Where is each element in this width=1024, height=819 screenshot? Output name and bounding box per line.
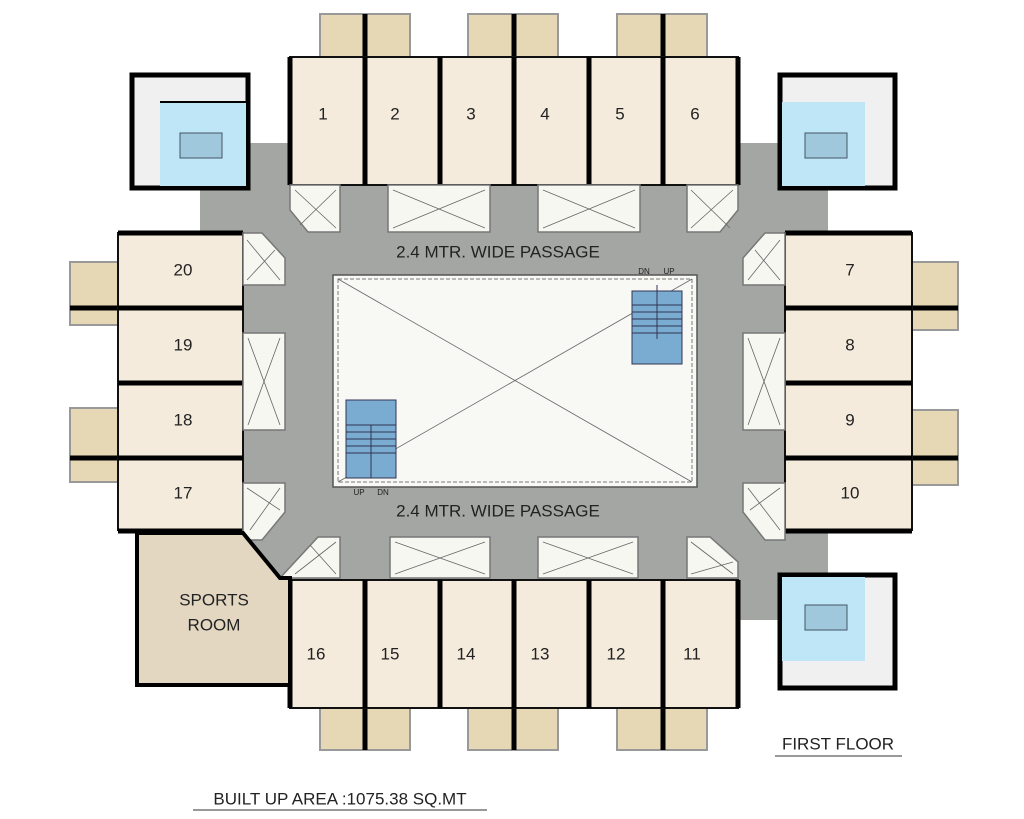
room-8-label: 8	[845, 335, 854, 354]
rooms-top: 1 2 3 4 5 6	[287, 56, 741, 186]
rooms-left: 20 19 18 17	[117, 230, 286, 541]
sports-room: SPORTS ROOM	[135, 531, 292, 687]
stair-top-up-label: UP	[663, 267, 674, 276]
room-19-label: 19	[174, 335, 193, 354]
room-12-label: 12	[607, 644, 626, 663]
room-7-label: 7	[845, 260, 854, 279]
room-13-label: 13	[531, 644, 550, 663]
room-4-label: 4	[540, 104, 549, 123]
sports-room-label-line1: SPORTS	[179, 590, 249, 609]
room-14-label: 14	[457, 644, 476, 663]
passage-label-bottom: 2.4 MTR. WIDE PASSAGE	[396, 501, 600, 520]
stair-bottom-dn-label: DN	[377, 488, 389, 497]
staircase-bottom-left: UP DN	[345, 399, 397, 497]
toilet-block-top-left	[129, 72, 251, 191]
staircase-top-right: DN UP	[631, 267, 683, 365]
stair-bottom-up-label: UP	[353, 488, 364, 497]
shafts-bottom	[278, 536, 739, 579]
room-20-label: 20	[174, 260, 193, 279]
room-3-label: 3	[466, 104, 475, 123]
room-1-label: 1	[318, 104, 327, 123]
passage-label-top: 2.4 MTR. WIDE PASSAGE	[396, 242, 600, 261]
built-up-area: BUILT UP AREA :1075.38 SQ.MT	[213, 789, 466, 808]
balconies-top	[319, 13, 708, 58]
toilet-block-top-right	[777, 72, 898, 191]
balconies-right	[911, 261, 959, 486]
room-2-label: 2	[390, 104, 399, 123]
room-17-label: 17	[174, 483, 193, 502]
room-15-label: 15	[381, 644, 400, 663]
floor-title: FIRST FLOOR	[782, 734, 894, 753]
rooms-bottom: 16 15 14 13 12 11	[287, 579, 741, 709]
balconies-left	[69, 261, 119, 483]
toilet-block-bottom-right	[777, 572, 898, 691]
sports-room-label-line2: ROOM	[188, 615, 241, 634]
balconies-bottom	[319, 707, 708, 751]
room-6-label: 6	[690, 104, 699, 123]
shafts-top	[289, 184, 739, 233]
room-10-label: 10	[841, 483, 860, 502]
room-5-label: 5	[615, 104, 624, 123]
room-11-label: 11	[683, 644, 701, 663]
room-18-label: 18	[174, 410, 193, 429]
room-16-label: 16	[307, 644, 326, 663]
room-9-label: 9	[845, 410, 854, 429]
rooms-right: 7 8 9 10	[742, 230, 913, 541]
stair-top-dn-label: DN	[638, 267, 650, 276]
